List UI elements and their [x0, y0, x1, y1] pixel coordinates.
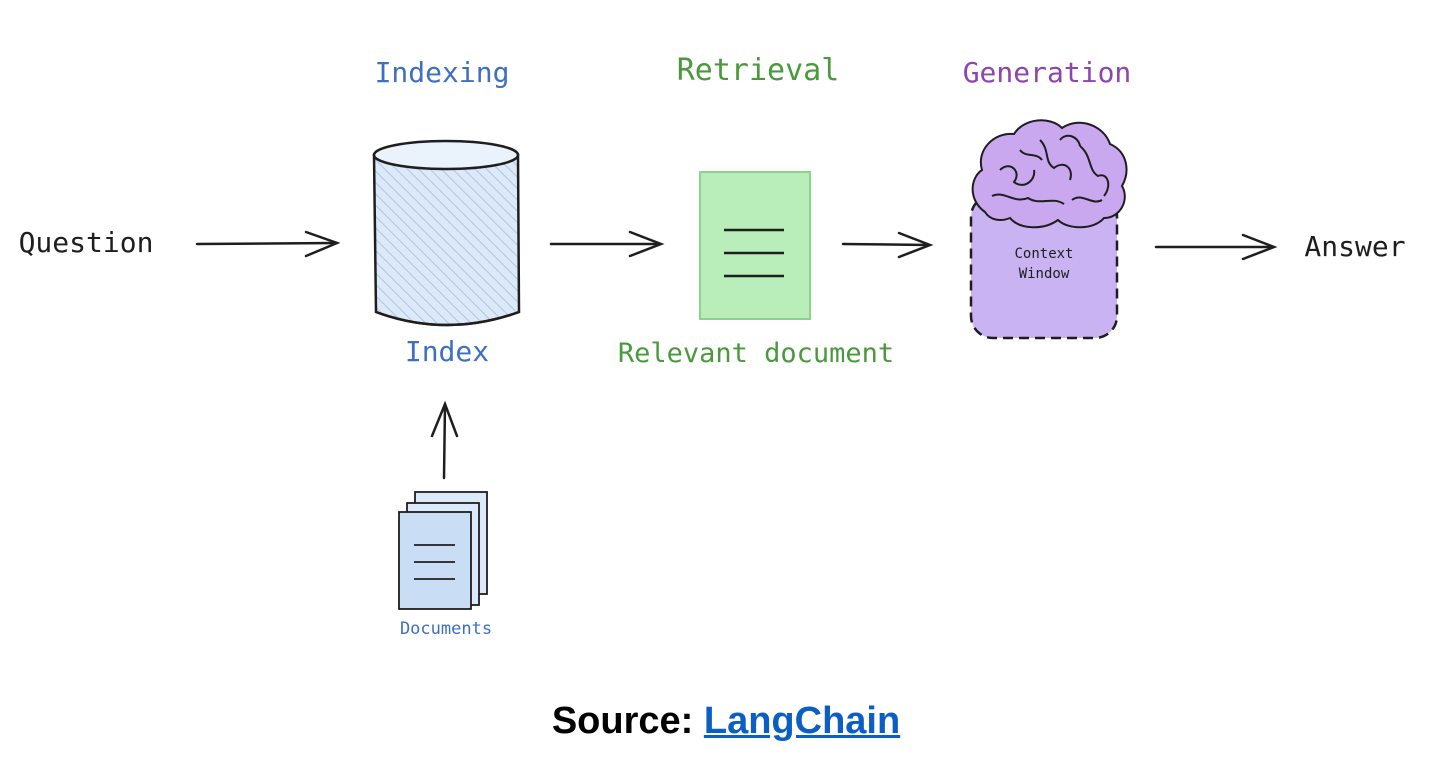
index-database-icon [372, 139, 521, 327]
source-attribution: Source: LangChain [0, 700, 1452, 743]
arrow-index-to-document [549, 230, 665, 258]
arrow-context-to-answer [1154, 233, 1278, 261]
brain-icon [971, 119, 1128, 229]
relevant-document-label: Relevant document [618, 338, 894, 369]
arrow-documents-to-index [430, 400, 459, 480]
index-label: Index [405, 335, 489, 368]
documents-label: Documents [400, 619, 492, 639]
documents-stack-icon [398, 491, 488, 610]
stage-retrieval-title: Retrieval [677, 53, 840, 88]
context-window-label-line1: Context [1014, 246, 1073, 262]
question-label: Question [19, 226, 154, 259]
relevant-document-icon [699, 171, 811, 320]
source-link[interactable]: LangChain [703, 700, 901, 742]
arrow-question-to-index [195, 230, 341, 258]
arrow-document-to-context [841, 231, 934, 259]
stage-generation-title: Generation [963, 56, 1132, 89]
context-window-label-line2: Window [1019, 266, 1070, 282]
source-label: Source: [551, 700, 694, 742]
stage-indexing-title: Indexing [375, 56, 510, 89]
answer-label: Answer [1304, 230, 1405, 263]
